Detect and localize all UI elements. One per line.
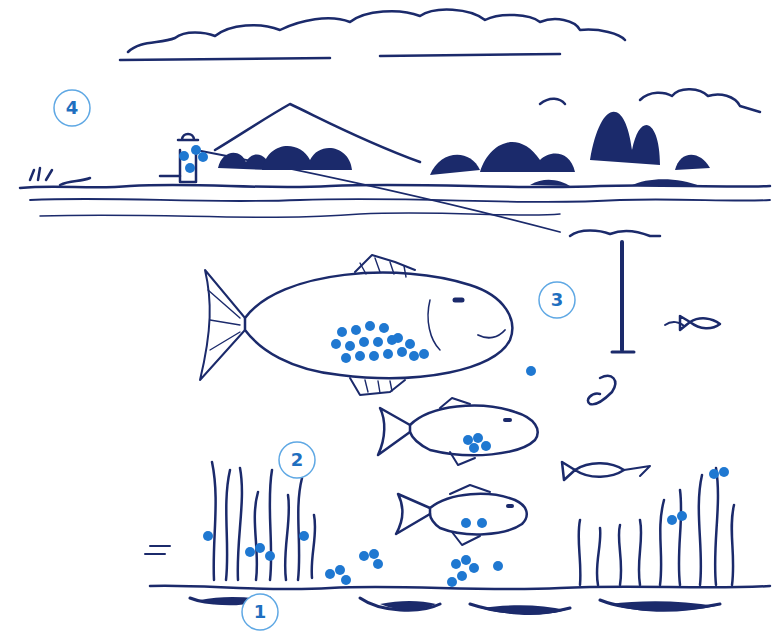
callout-circle: 2 (278, 441, 316, 479)
callout-number: 4 (66, 99, 79, 117)
callout-circle: 3 (538, 281, 576, 319)
callout-number: 1 (254, 603, 267, 621)
callout-number: 3 (551, 291, 564, 309)
callout-number: 2 (291, 451, 304, 469)
callout-circle: 1 (241, 593, 279, 631)
callout-circle: 4 (53, 89, 91, 127)
